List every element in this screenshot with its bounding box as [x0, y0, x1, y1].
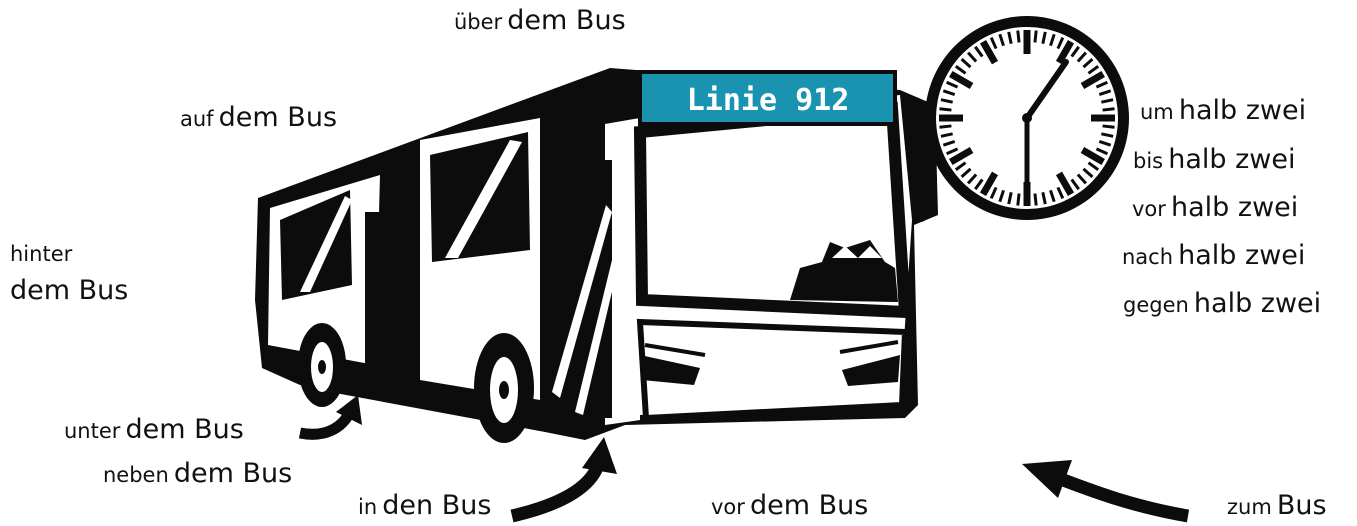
prep-auf: auf — [180, 107, 214, 131]
obj-ueber: dem Bus — [507, 5, 625, 36]
obj-in: den Bus — [382, 490, 491, 521]
obj-neben: dem Bus — [174, 458, 292, 489]
clock-tick — [1035, 194, 1036, 206]
clock-tick — [1018, 194, 1019, 206]
arrow-to-icon — [1022, 460, 1188, 516]
time-obj: halb zwei — [1194, 288, 1321, 319]
label-unter: unter dem Bus — [64, 416, 244, 443]
prep-zum: zum — [1227, 495, 1272, 519]
clock-tick — [1035, 30, 1036, 42]
time-prep: vor — [1132, 197, 1166, 221]
clock-tick — [1103, 126, 1115, 127]
obj-zum: Bus — [1277, 490, 1327, 521]
route-sign-text: Linie 912 — [687, 83, 850, 118]
obj-vor: dem Bus — [750, 490, 868, 521]
prep-hinter: hinter — [10, 244, 128, 265]
clock-tick — [1103, 109, 1115, 110]
clock-tick — [1018, 30, 1019, 42]
label-zum: zum Bus — [1227, 492, 1327, 519]
prep-in: in — [358, 495, 377, 519]
time-prep: um — [1140, 100, 1174, 124]
label-in: in den Bus — [358, 492, 491, 519]
time-obj: halb zwei — [1171, 192, 1298, 223]
label-auf: auf dem Bus — [180, 104, 337, 131]
time-obj: halb zwei — [1168, 144, 1295, 175]
label-vor: vor dem Bus — [711, 492, 868, 519]
clock-tick — [939, 109, 951, 110]
prep-neben: neben — [103, 463, 169, 487]
time-phrase-gegen: gegen halb zwei — [1123, 290, 1321, 317]
time-prep: gegen — [1123, 293, 1189, 317]
label-hinter: hinter dem Bus — [10, 244, 128, 304]
prep-ueber: über — [454, 10, 502, 34]
label-neben: neben dem Bus — [103, 460, 292, 487]
label-ueber: über dem Bus — [454, 7, 626, 34]
time-obj: halb zwei — [1178, 240, 1305, 271]
bus-illustration — [255, 68, 938, 443]
obj-auf: dem Bus — [219, 102, 337, 133]
clock-icon — [925, 16, 1129, 220]
arrow-into-icon — [512, 437, 617, 516]
time-prep: bis — [1133, 149, 1163, 173]
time-obj: halb zwei — [1179, 95, 1306, 126]
obj-hinter: dem Bus — [10, 277, 128, 304]
time-phrase-vor: vor halb zwei — [1132, 194, 1298, 221]
obj-unter: dem Bus — [126, 414, 244, 445]
time-phrase-bis: bis halb zwei — [1133, 146, 1295, 173]
prep-unter: unter — [64, 419, 120, 443]
time-prep: nach — [1122, 245, 1173, 269]
time-phrase-nach: nach halb zwei — [1122, 242, 1305, 269]
prep-vor: vor — [711, 495, 745, 519]
time-phrase-um: um halb zwei — [1140, 97, 1306, 124]
clock-tick — [939, 126, 951, 127]
